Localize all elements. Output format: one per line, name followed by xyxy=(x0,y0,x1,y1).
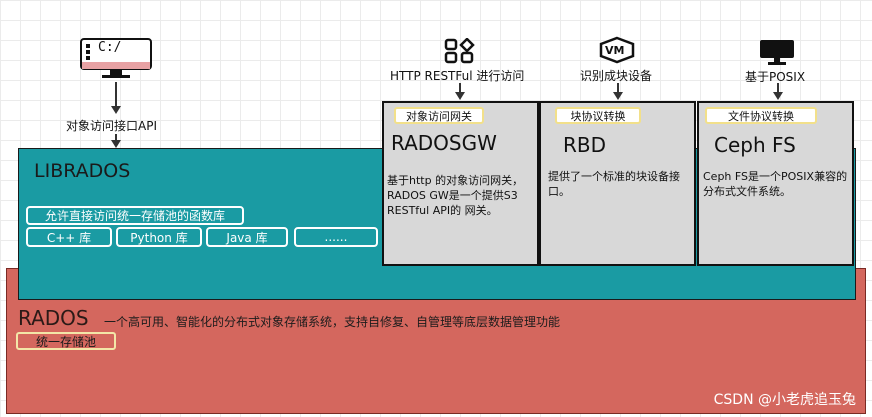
cephfs-access-caption: 基于POSIX xyxy=(745,70,806,84)
client-arrow-head-lower xyxy=(111,140,121,148)
librados-description: 允许直接访问统一存储池的函数库 xyxy=(26,206,244,225)
librados-title: LIBRADOS xyxy=(34,160,131,182)
rados-description: 一个高可用、智能化的分布式对象存储系统，支持自修复、自管理等底层数据管理功能 xyxy=(104,315,561,329)
client-screen-text: C:/ xyxy=(98,40,122,55)
cephfs-description: Ceph FS是一个POSIX兼容的分布式文件系统。 xyxy=(703,170,848,198)
client-arrow-line-lower xyxy=(115,134,117,140)
client-arrow-line xyxy=(115,82,117,108)
radosgw-description: 基于http 的对象访问网关，RADOS GW是一个提供S3 RESTful A… xyxy=(387,174,524,217)
computer-icon xyxy=(80,38,152,80)
rbd-description: 提供了一个标准的块设备接口。 xyxy=(548,170,680,198)
cephfs-arrow-head xyxy=(773,92,783,100)
rbd-tag: 块协议转换 xyxy=(555,107,641,124)
lib-cpp: C++ 库 xyxy=(26,227,112,247)
rbd-panel: 块协议转换 RBD 提供了一个标准的块设备接口。 xyxy=(539,101,696,266)
client-caption: 对象访问接口API xyxy=(66,119,157,133)
rbd-title: RBD xyxy=(563,133,607,157)
client-arrow-head xyxy=(111,106,121,114)
rbd-arrow-head xyxy=(613,92,623,100)
cephfs-panel: 文件协议转换 Ceph FS Ceph FS是一个POSIX兼容的分布式文件系统… xyxy=(697,101,854,266)
lib-more: ...... xyxy=(294,227,378,247)
watermark: CSDN @小老虎追玉兔 xyxy=(713,392,856,408)
radosgw-access-caption: HTTP RESTFul 进行访问 xyxy=(390,69,525,83)
rbd-access-caption: 识别成块设备 xyxy=(580,69,653,83)
radosgw-arrow-line xyxy=(459,83,461,93)
cephfs-tag: 文件协议转换 xyxy=(705,107,817,124)
lib-python: Python 库 xyxy=(116,227,202,247)
cephfs-title: Ceph FS xyxy=(714,133,796,157)
monitor-icon xyxy=(758,38,796,66)
rados-title: RADOS xyxy=(18,306,89,330)
cephfs-arrow-line xyxy=(777,83,779,93)
radosgw-arrow-head xyxy=(455,92,465,100)
object-storage-icon xyxy=(444,37,478,64)
radosgw-title: RADOSGW xyxy=(391,131,497,155)
radosgw-panel: 对象访问网关 RADOSGW 基于http 的对象访问网关，RADOS GW是一… xyxy=(382,101,539,266)
radosgw-tag: 对象访问网关 xyxy=(394,107,484,124)
rbd-arrow-line xyxy=(617,83,619,93)
unified-storage-pool-label: 统一存储池 xyxy=(16,332,116,350)
lib-java: Java 库 xyxy=(206,227,288,247)
vm-icon xyxy=(598,36,636,64)
vm-badge: VM xyxy=(605,44,625,57)
